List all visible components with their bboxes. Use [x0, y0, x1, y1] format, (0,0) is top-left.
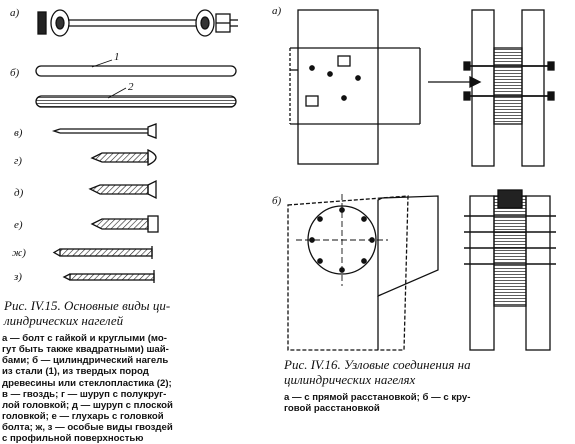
figure-canvas: а) б) в) г) д) е) ж) з) 1 2 а) б) — [10, 5, 556, 351]
bolt-drawing — [37, 9, 238, 37]
fig16-caption-title-1: Рис. IV.16. Узловые соединения на — [284, 357, 471, 372]
label-a: а) — [10, 7, 20, 19]
lag-bolt-drawing — [90, 215, 159, 233]
label-fig16-b: б) — [272, 195, 282, 207]
caption-line: из стали (1), из твердых пород — [2, 366, 149, 378]
caption-line: говой расстановкой — [284, 403, 380, 415]
nail-drawing — [51, 123, 157, 139]
special-nail-1-drawing — [52, 246, 153, 259]
caption-line: в — гвоздь; г — шуруп с полукруг- — [2, 388, 167, 400]
dowel-drawing — [35, 59, 237, 108]
straight-joint-side-view — [463, 9, 555, 167]
fig15-caption-body: а — болт с гайкой и круглыми (мо- гут бы… — [2, 333, 272, 444]
special-nail-2-drawing — [62, 270, 155, 283]
fig15-caption-title-1: Рис. IV.15. Основные виды ци- — [4, 298, 171, 313]
label-zh: ж) — [12, 247, 26, 259]
caption-line: головкой; е — глухарь с головкой — [2, 410, 164, 422]
caption-line: а — болт с гайкой и круглыми (мо- — [2, 333, 167, 344]
caption-line: гут быть также квадратными) шай- — [2, 344, 169, 356]
fig16-caption-title-2: цилиндрических нагелях — [284, 372, 416, 387]
callout-2: 2 — [128, 81, 134, 93]
caption-line: болта; ж, з — особые виды гвоздей — [2, 422, 173, 433]
caption-line: древесины или стеклопластика (2); — [2, 377, 172, 389]
caption-line: а — с прямой расстановкой; б — с кру- — [284, 392, 471, 403]
screw-round-head-drawing — [90, 148, 157, 167]
callout-1: 1 — [114, 51, 120, 63]
fig16-caption-body: а — с прямой расстановкой; б — с кру- го… — [284, 392, 569, 414]
caption-line: бами; б — цилиндрический нагель — [2, 355, 169, 367]
circular-joint-drawing — [287, 194, 439, 351]
circular-joint-side-view — [464, 189, 556, 351]
label-e: е) — [14, 219, 23, 231]
screw-flat-head-drawing — [88, 179, 157, 200]
caption-line: лой головкой; д — шуруп с плоской — [2, 399, 173, 411]
label-b: б) — [10, 67, 20, 79]
label-d: д) — [14, 187, 24, 199]
label-g: г) — [14, 155, 22, 167]
fig15-caption-title-2: линдрических нагелей — [4, 313, 124, 328]
label-v: в) — [14, 127, 23, 139]
straight-joint-drawing — [289, 9, 421, 165]
label-z: з) — [13, 271, 22, 283]
label-fig16-a: а) — [272, 5, 282, 17]
